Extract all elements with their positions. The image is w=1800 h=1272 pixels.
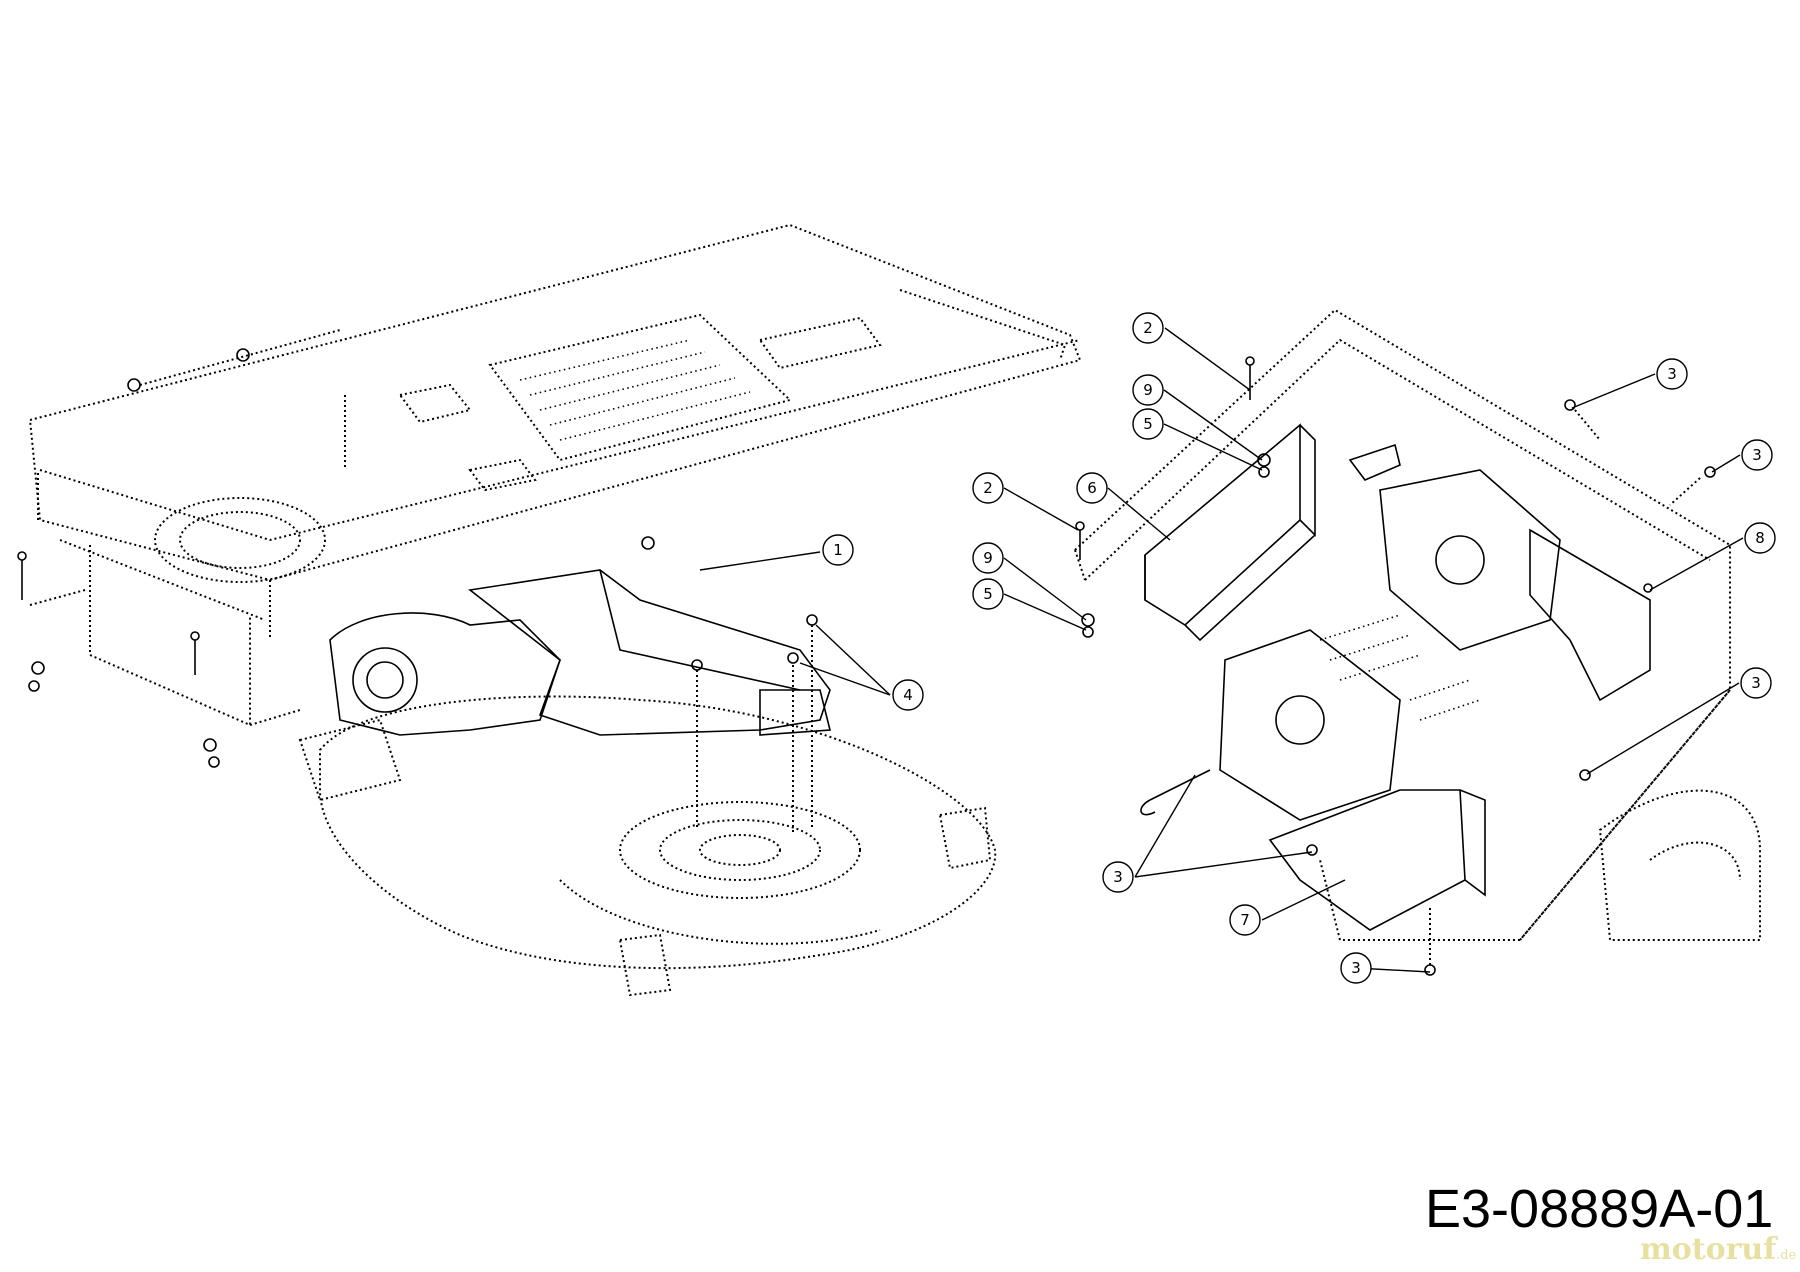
callout-1: 1 xyxy=(822,534,854,566)
callout-9: 9 xyxy=(972,542,1004,574)
bolts-left xyxy=(17,348,818,768)
perforated-panel xyxy=(488,313,792,462)
side-shield xyxy=(1144,423,1301,627)
transmission xyxy=(329,612,561,736)
callout-3: 3 xyxy=(1740,667,1772,699)
left-assembly xyxy=(17,223,1082,997)
svg-text:9: 9 xyxy=(983,549,993,567)
bolts-right xyxy=(1075,356,1716,976)
hydro-drives xyxy=(1140,469,1561,821)
svg-text:3: 3 xyxy=(1667,365,1677,383)
mower-deck xyxy=(319,695,997,970)
svg-text:5: 5 xyxy=(1143,415,1153,433)
perforation-holes xyxy=(519,339,751,441)
svg-text:5: 5 xyxy=(983,585,993,603)
rear-shield xyxy=(1529,528,1651,702)
svg-text:4: 4 xyxy=(903,686,913,704)
engine-opening xyxy=(154,497,326,583)
watermark-tld: .de xyxy=(1776,1248,1797,1263)
chassis-frame xyxy=(1074,308,1731,941)
callout-3: 3 xyxy=(1340,952,1372,984)
callout-9: 9 xyxy=(1132,374,1164,406)
svg-text:2: 2 xyxy=(1143,319,1153,337)
callouts: 1 2 2 3 3 3 3 3 3 4 5 5 6 7 8 9 9 xyxy=(822,312,1776,984)
svg-text:3: 3 xyxy=(1351,959,1361,977)
svg-text:7: 7 xyxy=(1240,911,1250,929)
svg-text:9: 9 xyxy=(1143,381,1153,399)
watermark-logo: motoruf.de xyxy=(1640,1232,1796,1267)
frame-top-plate xyxy=(28,223,1082,582)
watermark-brand: motoruf xyxy=(1640,1232,1777,1267)
drive-shield xyxy=(468,569,831,736)
callout-5: 5 xyxy=(972,578,1004,610)
callout-3: 3 xyxy=(1656,358,1688,390)
callout-5: 5 xyxy=(1132,408,1164,440)
callout-2: 2 xyxy=(972,472,1004,504)
svg-text:3: 3 xyxy=(1751,674,1761,692)
svg-text:6: 6 xyxy=(1087,479,1097,497)
svg-text:1: 1 xyxy=(833,541,843,559)
callout-3: 3 xyxy=(1102,861,1134,893)
drawing-code: E3-08889A-01 xyxy=(1425,1179,1774,1239)
callout-2: 2 xyxy=(1132,312,1164,344)
rear-housing xyxy=(89,545,251,727)
callout-4: 4 xyxy=(892,679,924,711)
svg-text:2: 2 xyxy=(983,479,993,497)
callout-3: 3 xyxy=(1741,439,1773,471)
lower-shield xyxy=(1268,789,1466,931)
leader-lines xyxy=(699,327,1744,973)
svg-text:3: 3 xyxy=(1752,446,1762,464)
svg-text:8: 8 xyxy=(1755,529,1765,547)
callout-8: 8 xyxy=(1744,522,1776,554)
svg-text:3: 3 xyxy=(1113,868,1123,886)
callout-7: 7 xyxy=(1229,904,1261,936)
callout-6: 6 xyxy=(1076,472,1108,504)
right-assembly xyxy=(1074,308,1761,976)
